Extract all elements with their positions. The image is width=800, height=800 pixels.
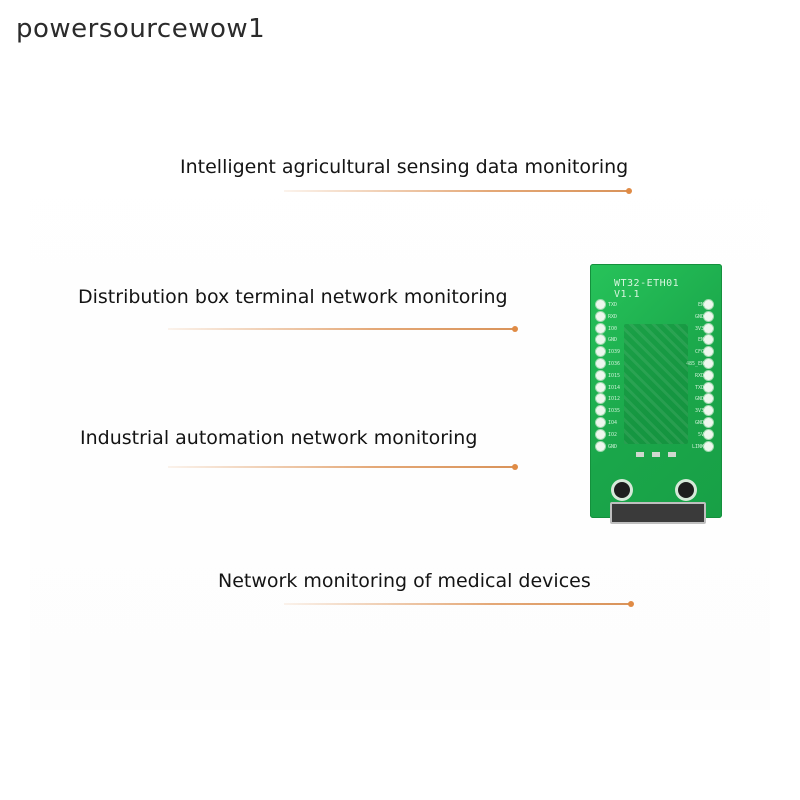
leader-line	[168, 328, 514, 330]
pin-label: IO39	[608, 349, 621, 356]
feature-agricultural: Intelligent agricultural sensing data mo…	[180, 156, 632, 194]
pin-label: IO0	[608, 325, 618, 332]
header-pin	[704, 358, 713, 368]
header-pin	[704, 394, 713, 404]
feature-distribution-box: Distribution box terminal network monito…	[78, 286, 518, 332]
mounting-hole	[614, 482, 630, 498]
header-pin	[596, 417, 605, 427]
header-pin	[596, 394, 605, 404]
left-pin-header	[596, 300, 608, 453]
leader-dot	[512, 464, 518, 470]
header-pin	[596, 441, 605, 451]
header-pin	[704, 441, 713, 451]
pin-label: IO2	[608, 431, 618, 438]
pin-label: IO14	[608, 384, 621, 391]
header-pin	[596, 323, 605, 333]
pin-label: EN	[697, 337, 704, 344]
feature-label: Network monitoring of medical devices	[218, 570, 591, 592]
leader-dot	[512, 326, 518, 332]
header-pin	[596, 370, 605, 380]
pin-label: 3V3	[694, 408, 704, 415]
pin-label: LINK	[691, 443, 704, 450]
header-pin	[596, 311, 605, 321]
header-pin	[704, 300, 713, 309]
leader-dot	[626, 188, 632, 194]
feature-label: Industrial automation network monitoring	[80, 427, 478, 449]
header-pin	[704, 311, 713, 321]
header-pin	[704, 406, 713, 416]
header-pin	[596, 429, 605, 439]
board-version-label: V1.1	[614, 289, 641, 300]
header-pin	[704, 429, 713, 439]
header-pin	[596, 300, 605, 309]
leader-dot	[628, 601, 634, 607]
pin-label: IO12	[608, 396, 621, 403]
header-pin	[704, 347, 713, 357]
pin-label: 485_EN	[685, 360, 704, 367]
header-pin	[596, 382, 605, 392]
pin-label: IO35	[608, 408, 621, 415]
feature-industrial-automation: Industrial automation network monitoring	[80, 427, 518, 470]
header-pin	[704, 323, 713, 333]
smd-component	[668, 452, 676, 457]
header-pin	[704, 417, 713, 427]
leader-line	[168, 466, 514, 468]
pin-label: TXD	[608, 302, 618, 308]
pin-label: IO15	[608, 372, 621, 379]
header-pin	[704, 382, 713, 392]
pin-label: GND	[608, 443, 618, 450]
pcb-trace-area	[624, 324, 688, 444]
pin-label: TXD	[694, 384, 704, 391]
pin-label: EN	[697, 302, 704, 308]
header-pin	[596, 406, 605, 416]
header-pin	[704, 370, 713, 380]
header-pin	[596, 347, 605, 357]
pin-label: GND	[694, 313, 704, 320]
header-pin	[704, 335, 713, 345]
watermark-text: powersourcewow1	[16, 14, 266, 44]
pin-label: IO4	[608, 419, 618, 426]
pin-label: CFG	[694, 349, 704, 356]
feature-label: Distribution box terminal network monito…	[78, 286, 508, 308]
mounting-hole	[678, 482, 694, 498]
ethernet-connector	[610, 502, 706, 524]
right-pin-header	[704, 300, 716, 453]
smd-component	[636, 452, 644, 457]
header-pin	[596, 358, 605, 368]
leader-line	[284, 190, 628, 192]
board-silkscreen: WT32-ETH01 V1.1	[614, 278, 679, 300]
pin-label: GND	[608, 337, 618, 344]
header-pin	[596, 335, 605, 345]
feature-label: Intelligent agricultural sensing data mo…	[180, 156, 629, 178]
pin-label: IO36	[608, 360, 621, 367]
pin-label: GND	[694, 419, 704, 426]
pin-label: RXD	[608, 313, 618, 320]
pin-label: GND	[694, 396, 704, 403]
leader-line	[284, 603, 630, 605]
smd-component	[652, 452, 660, 457]
feature-medical-devices: Network monitoring of medical devices	[218, 570, 634, 607]
pin-label: 3V3	[694, 325, 704, 332]
pin-label: 5V	[697, 431, 704, 438]
board-model-label: WT32-ETH01	[614, 278, 680, 289]
pin-label: RXD	[694, 372, 704, 379]
